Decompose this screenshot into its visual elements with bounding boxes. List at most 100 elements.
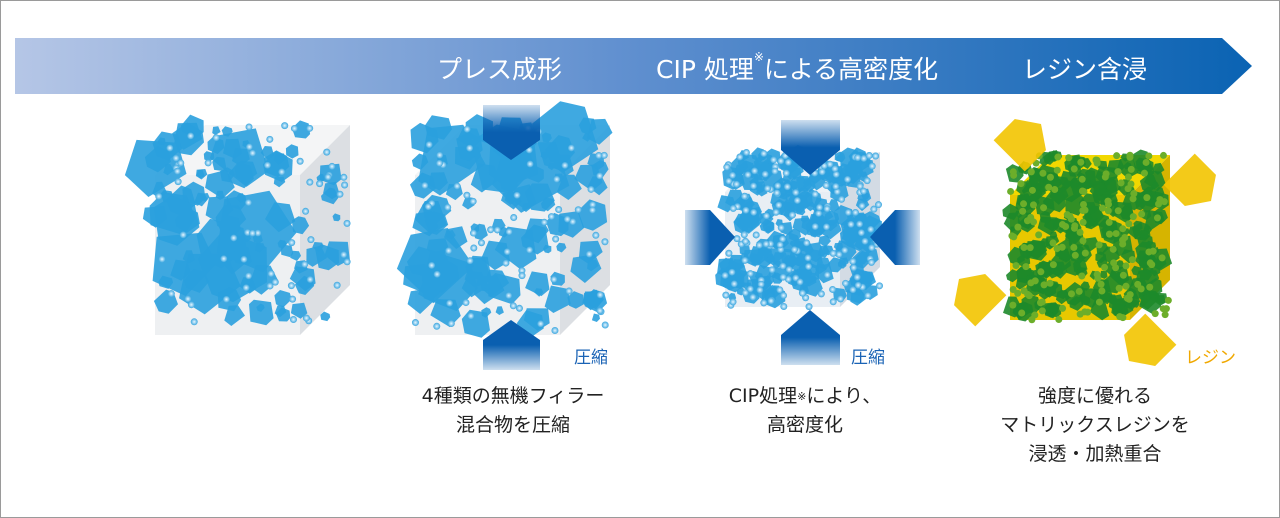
filler-particle [807,171,827,191]
filler-sphere [1046,173,1054,181]
filler-sphere [526,160,534,168]
filler-sphere [733,235,741,243]
filler-sphere [799,289,807,297]
filler-particle [321,187,339,205]
filler-sphere [833,188,841,196]
filler-sphere [469,197,477,205]
filler-sphere [222,295,230,303]
filler-sphere [1113,152,1121,160]
filler-sphere [1101,173,1109,181]
cube-resin-impregnated [1002,149,1173,324]
filler-sphere [853,273,861,281]
filler-particle [1100,270,1108,279]
filler-particle [1043,151,1057,165]
filler-sphere [184,295,192,303]
filler-sphere [306,275,314,283]
filler-sphere [249,149,257,157]
filler-particle [492,142,570,213]
filler-sphere [771,167,779,175]
filler-sphere [1049,261,1057,269]
press-arrow-down-icon [483,105,540,160]
filler-sphere [425,141,433,149]
compress-label-2: 圧縮 [851,348,885,368]
filler-sphere [856,220,864,228]
filler-particle [837,259,847,269]
filler-sphere [601,238,609,246]
filler-particle [1134,190,1157,213]
filler-sphere [1055,316,1063,324]
cube-raw-mixture [124,114,351,335]
filler-sphere [1095,298,1103,306]
filler-sphere [1040,281,1048,289]
filler-sphere [868,162,876,170]
filler-sphere [1114,207,1122,215]
filler-sphere [174,178,182,186]
filler-sphere [767,297,775,305]
filler-sphere [436,151,444,159]
filler-sphere [551,327,559,335]
filler-sphere [1077,158,1085,166]
filler-sphere [1146,283,1154,291]
filler-sphere [829,298,837,306]
filler-particle [1085,167,1105,189]
filler-sphere [466,144,474,152]
filler-sphere [779,273,787,281]
filler-sphere [306,124,314,132]
filler-sphere [779,262,787,270]
filler-particle [742,220,753,233]
filler-sphere [741,256,749,264]
filler-sphere [301,260,309,268]
filler-sphere [784,158,792,166]
filler-sphere [453,182,461,190]
filler-sphere [424,203,432,211]
filler-sphere [1079,218,1087,226]
filler-particle [1089,300,1110,321]
compress-label-1: 圧縮 [574,348,608,368]
filler-sphere [1076,228,1084,236]
filler-sphere [785,266,793,274]
filler-particle [1022,249,1032,260]
filler-particle [290,302,308,319]
filler-particle [1154,187,1165,197]
filler-sphere [780,302,788,310]
filler-sphere [343,219,351,227]
cube-cip-dense [715,144,884,311]
filler-sphere [435,159,443,167]
filler-sphere [1143,194,1151,202]
filler-particle [544,285,571,313]
filler-sphere [561,161,569,169]
filler-particle [737,193,755,212]
filler-sphere [563,215,571,223]
filler-sphere [444,203,452,211]
filler-sphere [803,239,811,247]
filler-particle [543,244,552,254]
filler-sphere [793,196,801,204]
filler-particle [556,242,567,253]
filler-sphere [515,304,523,312]
filler-sphere [1098,204,1106,212]
filler-sphere [1067,215,1075,223]
filler-sphere [547,213,555,221]
filler-sphere [1125,220,1133,228]
filler-particle [224,305,245,326]
filler-sphere [1126,153,1134,161]
filler-sphere [596,291,604,299]
filler-sphere [1130,189,1138,197]
filler-sphere [850,264,858,272]
filler-particle [274,305,287,318]
filler-sphere [774,182,782,190]
filler-sphere [1075,287,1083,295]
filler-sphere [569,218,577,226]
filler-sphere [248,229,256,237]
filler-sphere [826,160,834,168]
filler-sphere [742,148,750,156]
filler-sphere [601,321,609,329]
filler-sphere [867,258,875,266]
filler-sphere [333,281,341,289]
filler-particle [534,288,544,297]
filler-sphere [503,248,511,256]
filler-sphere [1054,153,1062,161]
filler-sphere [173,167,181,175]
filler-sphere [302,207,310,215]
filler-sphere [296,157,304,165]
